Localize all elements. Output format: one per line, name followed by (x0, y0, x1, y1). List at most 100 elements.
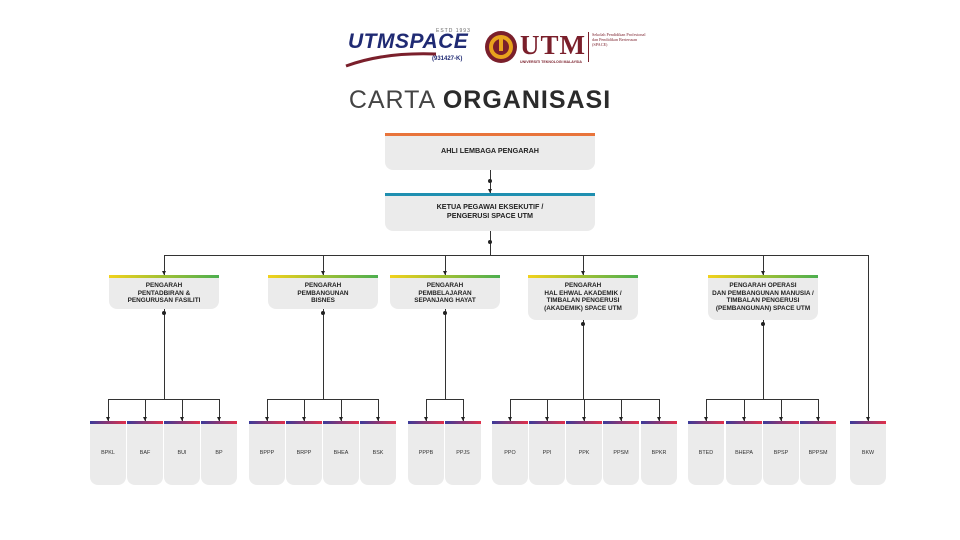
arrow-down-icon (301, 417, 306, 421)
connector-line (267, 399, 268, 421)
connector-line (706, 399, 819, 400)
unit-box-bkw-label: BKW (861, 449, 875, 456)
connector-line (744, 399, 745, 421)
unit-box-0-3: BP (201, 421, 237, 485)
utmspace-est-text: ESTD 1993 (436, 28, 471, 34)
arrow-down-icon (423, 417, 428, 421)
connector-line (510, 399, 660, 400)
arrow-down-icon (865, 417, 870, 421)
unit-box-0-0-accent-bar (90, 421, 126, 424)
unit-box-4-1: BHEPA (726, 421, 762, 485)
connector-line (108, 399, 109, 421)
connector-line (547, 399, 548, 421)
unit-box-0-2-accent-bar (164, 421, 200, 424)
unit-box-3-0-accent-bar (492, 421, 528, 424)
board-box: AHLI LEMBAGA PENGARAH (385, 133, 595, 170)
connector-line (781, 399, 782, 421)
connector-line (763, 255, 764, 275)
title-bold: ORGANISASI (442, 86, 612, 114)
arrow-down-icon (338, 417, 343, 421)
director-box-4: PENGARAH OPERASI DAN PEMBANGUNAN MANUSIA… (708, 275, 818, 320)
connector-line (164, 309, 165, 399)
unit-box-3-3: PPSM (603, 421, 639, 485)
connector-line (323, 255, 324, 275)
connector-line (763, 320, 764, 399)
title-light: CARTA (348, 86, 435, 114)
arrow-down-icon (656, 417, 661, 421)
unit-box-3-2-label: PPK (578, 449, 590, 456)
ceo-box: KETUA PEGAWAI EKSEKUTIF / PENGERUSI SPAC… (385, 193, 595, 231)
director-box-4-accent-bar (708, 275, 818, 278)
unit-box-bkw-accent-bar (850, 421, 886, 424)
connector-line (182, 399, 183, 421)
utmspace-logo: ESTD 1993 UTMSPACE (931427-K) (344, 28, 474, 70)
unit-box-4-1-accent-bar (726, 421, 762, 424)
director-box-0: PENGARAH PENTADBIRAN & PENGURUSAN FASILI… (109, 275, 219, 309)
unit-box-3-0: PPO (492, 421, 528, 485)
unit-box-1-0-accent-bar (249, 421, 285, 424)
connector-line (659, 399, 660, 421)
unit-box-1-1: BRPP (286, 421, 322, 485)
unit-box-4-1-label: BHEPA (735, 449, 753, 456)
board-box-accent-bar (385, 133, 595, 136)
unit-box-4-2-accent-bar (763, 421, 799, 424)
connector-line (426, 399, 464, 400)
unit-box-2-1-label: PPJS (456, 449, 470, 456)
unit-box-0-1-accent-bar (127, 421, 163, 424)
unit-box-3-1: PPI (529, 421, 565, 485)
unit-box-1-1-label: BRPP (296, 449, 312, 456)
unit-box-4-0-label: BTED (698, 449, 714, 456)
unit-box-1-0-label: BPPP (259, 449, 275, 456)
unit-box-2-0-label: PPPB (418, 449, 434, 456)
connector-line (108, 399, 220, 400)
arrow-down-icon (544, 417, 549, 421)
unit-box-3-3-accent-bar (603, 421, 639, 424)
director-box-0-accent-bar (109, 275, 219, 278)
unit-box-3-2-accent-bar (566, 421, 602, 424)
unit-box-2-1-accent-bar (445, 421, 481, 424)
connector-dot (443, 311, 447, 315)
unit-box-3-3-label: PPSM (613, 449, 629, 456)
unit-box-0-2: BUI (164, 421, 200, 485)
unit-box-3-1-label: PPI (542, 449, 552, 456)
arrow-down-icon (815, 417, 820, 421)
page-title: CARTA ORGANISASI (0, 86, 960, 115)
utmspace-wordmark: UTMSPACE (348, 30, 469, 53)
unit-box-0-1: BAF (127, 421, 163, 485)
connector-line (583, 320, 584, 399)
arrow-down-icon (580, 271, 585, 275)
unit-box-0-1-label: BAF (139, 449, 151, 456)
director-box-2-label: PENGARAH PEMBELAJARAN SEPANJANG HAYAT (414, 282, 476, 305)
arrow-down-icon (460, 417, 465, 421)
arrow-down-icon (320, 271, 325, 275)
unit-box-2-0-accent-bar (408, 421, 444, 424)
arrow-down-icon (581, 417, 586, 421)
arrow-down-icon (760, 271, 765, 275)
connector-line (510, 399, 511, 421)
utm-crest-icon (485, 31, 517, 63)
arrow-down-icon (618, 417, 623, 421)
unit-box-3-1-accent-bar (529, 421, 565, 424)
unit-box-4-3: BPPSM (800, 421, 836, 485)
unit-box-3-4-accent-bar (641, 421, 677, 424)
arrow-down-icon (741, 417, 746, 421)
main-bus-line (164, 255, 868, 256)
unit-box-3-0-label: PPO (504, 449, 516, 456)
arrow-down-icon (161, 271, 166, 275)
arrow-down-icon (216, 417, 221, 421)
connector-line (341, 399, 342, 421)
unit-box-4-0-accent-bar (688, 421, 724, 424)
connector-dot (581, 322, 585, 326)
director-box-2-accent-bar (390, 275, 500, 278)
arrow-down-icon (264, 417, 269, 421)
connector-line (304, 399, 305, 421)
utmspace-registration: (931427-K) (432, 56, 463, 62)
unit-box-1-2-accent-bar (323, 421, 359, 424)
utm-logo: UTM UNIVERSITI TEKNOLOGI MALAYSIA Sekola… (484, 28, 646, 70)
unit-box-4-2: BPSP (763, 421, 799, 485)
connector-line (445, 255, 446, 275)
ceo-box-accent-bar (385, 193, 595, 196)
director-box-0-label: PENGARAH PENTADBIRAN & PENGURUSAN FASILI… (127, 282, 201, 305)
connector-dot (761, 322, 765, 326)
